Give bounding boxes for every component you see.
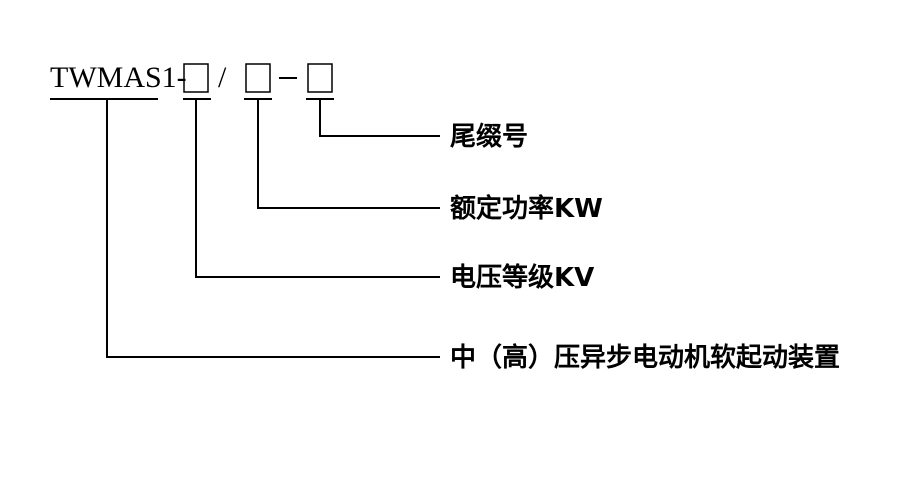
power-placeholder-box: [245, 63, 271, 93]
voltage-leader-line: [195, 99, 440, 278]
device-label: 中（高）压异步电动机软起动装置: [450, 342, 840, 373]
model-prefix: TWMAS1-: [50, 61, 187, 94]
power-leader-line: [257, 99, 440, 209]
device-leader-line: [106, 99, 440, 358]
slash-separator: /: [218, 61, 227, 94]
suffix-leader-line: [319, 99, 440, 137]
voltage-placeholder-box: [183, 63, 209, 93]
rated-power-label: 额定功率KW: [450, 193, 603, 224]
suffix-placeholder-box: [307, 63, 333, 93]
suffix-label: 尾缀号: [450, 122, 528, 152]
voltage-level-label: 电压等级KV: [450, 262, 594, 293]
